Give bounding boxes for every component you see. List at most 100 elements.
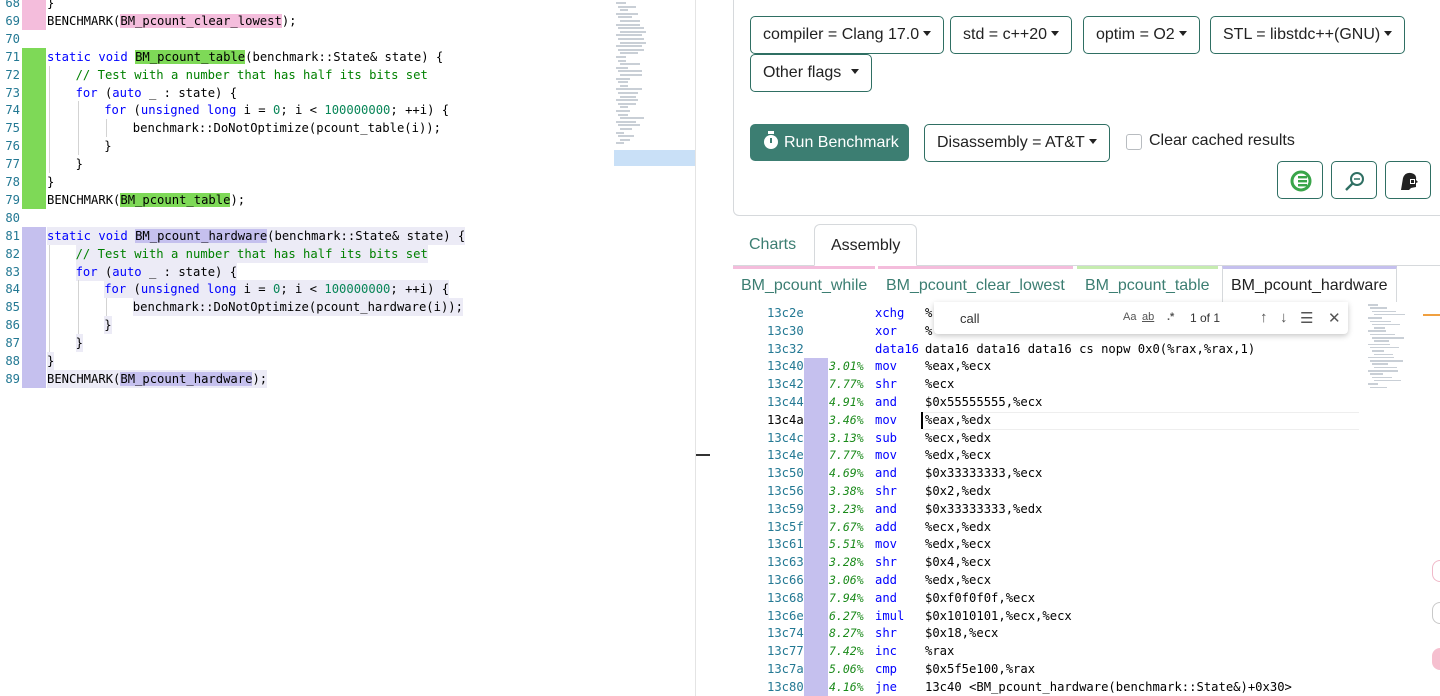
code-line[interactable]: 78} <box>0 173 610 191</box>
minimap-line <box>616 23 640 26</box>
code-line[interactable]: 68} <box>0 0 610 12</box>
std-dropdown[interactable]: std = c++20 <box>950 16 1073 54</box>
code-text: BENCHMARK(BM_pcount_hardware); <box>47 369 268 388</box>
tab-charts[interactable]: Charts <box>749 236 797 253</box>
hotness-bar <box>804 376 828 394</box>
editor-minimap[interactable] <box>612 0 696 170</box>
minimap-line <box>1370 346 1399 349</box>
stl-dropdown[interactable]: STL = libstdc++(GNU) <box>1210 16 1406 54</box>
close-icon[interactable]: ✕ <box>1328 310 1341 327</box>
code-line[interactable]: 88} <box>0 352 610 370</box>
tab-bm-pcount-hardware[interactable]: BM_pcount_hardware <box>1222 266 1397 302</box>
code-line[interactable]: 82// Test with a number that has half it… <box>0 244 610 263</box>
code-line[interactable]: 87} <box>0 334 610 353</box>
code-text: } <box>76 155 83 173</box>
line-number: 84 <box>5 282 20 297</box>
benchmark-settings-card: compiler = Clang 17.0 std = c++20 optim … <box>733 0 1440 216</box>
whole-word-toggle[interactable]: ab <box>1142 311 1155 323</box>
instruction-operands: %ecx,%edx <box>925 519 992 534</box>
hotness-bar <box>804 465 828 483</box>
side-tab-marker[interactable] <box>1432 602 1440 624</box>
code-line[interactable]: 70 <box>0 30 610 48</box>
tab-bm-pcount-clear-lowest[interactable]: BM_pcount_clear_lowest <box>878 266 1073 300</box>
compiler-dropdown[interactable]: compiler = Clang 17.0 <box>750 16 945 54</box>
token: ( <box>97 264 113 279</box>
indent-guide <box>49 262 50 281</box>
result-tabs-divider <box>733 265 1440 266</box>
code-line[interactable]: 77} <box>0 155 610 174</box>
instruction-operands: %eax,%edx <box>925 412 992 427</box>
other-flags-dropdown[interactable]: Other flags <box>750 54 873 92</box>
find-input[interactable]: call <box>960 311 980 326</box>
code-line[interactable]: 80 <box>0 209 610 227</box>
side-tab-marker[interactable] <box>1432 648 1440 670</box>
instruction-mnemonic: imul <box>875 608 905 623</box>
hotness-bar <box>804 411 828 430</box>
tab-assembly[interactable]: Assembly <box>814 224 918 266</box>
minimap-viewport[interactable] <box>614 150 696 166</box>
run-benchmark-button[interactable]: Run Benchmark <box>750 124 909 161</box>
pane-collapse-handle[interactable] <box>696 454 710 456</box>
side-tab-marker[interactable] <box>1432 560 1440 582</box>
compiler-explorer-button[interactable] <box>1277 161 1323 199</box>
optim-dropdown[interactable]: optim = O2 <box>1083 16 1200 54</box>
find-in-selection-icon[interactable]: ☰ <box>1300 310 1314 327</box>
regex-toggle[interactable]: .* <box>1167 311 1175 323</box>
minimap-line <box>620 138 630 141</box>
assembly-minimap[interactable] <box>1360 302 1440 392</box>
code-line[interactable]: 72// Test with a number that has half it… <box>0 65 610 84</box>
token: } <box>47 175 55 189</box>
code-line[interactable]: 86} <box>0 316 610 335</box>
quick-bench-button[interactable] <box>1385 161 1431 199</box>
disassembly-dropdown[interactable]: Disassembly = AT&T <box>924 124 1110 162</box>
tab-bm-pcount-while[interactable]: BM_pcount_while <box>733 266 876 300</box>
clear-cache-label[interactable]: Clear cached results <box>1149 132 1295 149</box>
clear-cache-checkbox[interactable] <box>1126 134 1142 150</box>
arrow-up-icon[interactable]: ↑ <box>1260 309 1268 326</box>
code-line[interactable]: 76} <box>0 137 610 156</box>
tab-bm-pcount-table[interactable]: BM_pcount_table <box>1077 266 1218 300</box>
gutter-marker <box>22 262 46 281</box>
line-number: 87 <box>5 336 20 351</box>
pane-divider[interactable] <box>695 0 696 696</box>
match-case-toggle[interactable]: Aa <box>1123 311 1137 323</box>
sample-percent: 3.28% <box>829 555 864 570</box>
zoom-search-button[interactable] <box>1331 161 1377 199</box>
arrow-down-icon[interactable]: ↓ <box>1280 309 1288 326</box>
